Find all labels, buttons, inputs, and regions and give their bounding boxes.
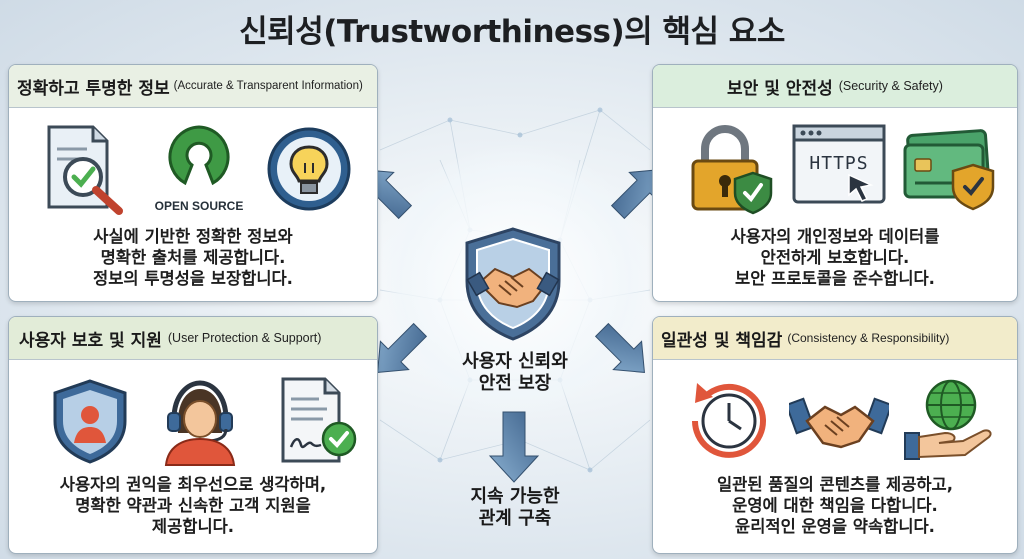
panel-title-ko: 사용자 보호 및 지원 — [19, 330, 162, 351]
panel-line: 사용자의 권익을 최우선으로 생각하며, — [59, 475, 327, 494]
panel-icons — [653, 369, 1017, 474]
center-label-line1: 사용자 신뢰와 — [462, 351, 568, 372]
panel-consistency-responsibility: 일관성 및 책임감 (Consistency & Responsibility)… — [652, 316, 1018, 554]
page-title: 신뢰성(Trustworthiness)의 핵심 요소 — [239, 14, 785, 50]
panel-header: 보안 및 안전성 (Security & Safety) — [653, 65, 1017, 108]
panel-user-protection: 사용자 보호 및 지원 (User Protection & Support) — [8, 316, 378, 554]
lightbulb-icon — [267, 127, 351, 211]
panel-title-ko: 일관성 및 책임감 — [661, 330, 783, 351]
panel-line: 일관된 품질의 콘텐츠를 제공하고, — [716, 475, 954, 494]
panel-icons: OPEN SOURCE — [9, 117, 377, 222]
bottom-label-line2: 관계 구축 — [478, 508, 552, 529]
bottom-label: 지속 가능한 관계 구축 — [415, 486, 615, 530]
clock-refresh-icon — [692, 383, 766, 458]
user-shield-icon — [53, 379, 127, 464]
https-browser-icon: HTTPS — [791, 123, 887, 209]
bottom-label-line1: 지속 가능한 — [470, 486, 560, 507]
https-label: HTTPS — [809, 153, 869, 174]
panel-title-en: (Accurate & Transparent Information) — [173, 80, 363, 92]
credit-card-shield-icon — [903, 129, 995, 211]
panel-header: 사용자 보호 및 지원 (User Protection & Support) — [9, 317, 377, 360]
panel-description: 사용자의 개인정보와 데이터를 안전하게 보호합니다. 보안 프로토콜을 준수합… — [653, 226, 1017, 289]
signed-contract-icon — [281, 377, 357, 463]
panel-line: 사용자의 개인정보와 데이터를 — [730, 227, 940, 246]
panel-description: 사실에 기반한 정확한 정보와 명확한 출처를 제공합니다. 정보의 투명성을 … — [9, 226, 377, 289]
panel-security-safety: 보안 및 안전성 (Security & Safety) HTTPS — [652, 64, 1018, 302]
arrow-down — [488, 411, 540, 483]
panel-line: 제공합니다. — [151, 517, 235, 536]
panel-line: 사실에 기반한 정확한 정보와 — [93, 227, 293, 246]
arrow-down-right — [594, 322, 645, 373]
panel-title-en: (Consistency & Responsibility) — [787, 331, 950, 345]
panel-title-en: (User Protection & Support) — [167, 331, 322, 345]
arrow-down-left — [377, 322, 428, 373]
center-label-line2: 안전 보장 — [478, 373, 552, 394]
panel-line: 보안 프로토콜을 준수합니다. — [735, 269, 935, 288]
handshake-shield-icon — [465, 227, 561, 341]
padlock-shield-icon — [691, 125, 773, 215]
panel-header: 일관성 및 책임감 (Consistency & Responsibility) — [653, 317, 1017, 360]
panel-line: 명확한 출처를 제공합니다. — [100, 248, 286, 267]
open-source-icon: OPEN SOURCE — [149, 121, 249, 221]
panel-line: 명확한 약관과 신속한 고객 지원을 — [75, 496, 311, 515]
panel-description: 사용자의 권익을 최우선으로 생각하며, 명확한 약관과 신속한 고객 지원을 … — [9, 474, 377, 537]
open-source-label: OPEN SOURCE — [154, 199, 244, 213]
panel-line: 윤리적인 운영을 약속합니다. — [735, 517, 935, 536]
panel-line: 안전하게 보호합니다. — [760, 248, 910, 267]
panel-accurate-information: 정확하고 투명한 정보 (Accurate & Transparent Info… — [8, 64, 378, 302]
panel-description: 일관된 품질의 콘텐츠를 제공하고, 운영에 대한 책임을 다합니다. 윤리적인… — [653, 474, 1017, 537]
panel-icons — [9, 369, 377, 474]
panel-icons: HTTPS — [653, 117, 1017, 222]
center-label: 사용자 신뢰와 안전 보장 — [415, 351, 615, 395]
panel-line: 정보의 투명성을 보장합니다. — [93, 269, 293, 288]
panel-header: 정확하고 투명한 정보 (Accurate & Transparent Info… — [9, 65, 377, 108]
document-magnifier-check-icon — [47, 125, 123, 215]
panel-title-en: (Security & Safety) — [838, 79, 943, 93]
support-agent-headset-icon — [164, 380, 236, 466]
panel-title-ko: 보안 및 안전성 — [727, 78, 833, 99]
panel-title-ko: 정확하고 투명한 정보 — [17, 78, 170, 99]
handshake-icon — [789, 397, 889, 449]
panel-line: 운영에 대한 책임을 다합니다. — [732, 496, 938, 515]
hand-globe-icon — [904, 379, 992, 460]
